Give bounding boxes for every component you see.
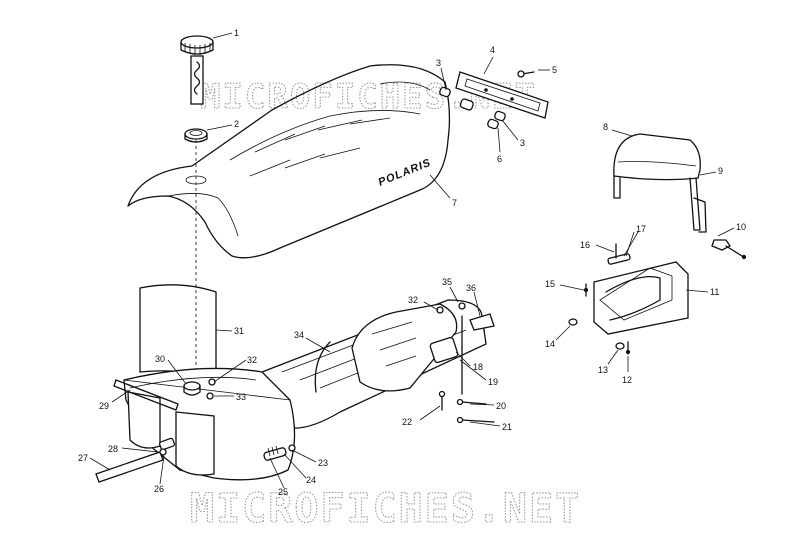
callout-21: 21	[502, 422, 512, 432]
callout-30: 30	[155, 354, 165, 364]
seat-logo: POLARIS	[377, 157, 433, 189]
callout-27: 27	[78, 453, 88, 463]
callout-4: 4	[490, 45, 495, 55]
bulb-sockets	[439, 86, 506, 130]
callout-14: 14	[545, 339, 555, 349]
taillight-housing	[455, 71, 549, 119]
callout-10: 10	[736, 222, 746, 232]
tunnel-bolts	[438, 390, 495, 424]
callout-33: 33	[236, 392, 246, 402]
adjust-knob	[711, 239, 747, 260]
callout-13: 13	[598, 365, 608, 375]
tunnel-assembly	[261, 299, 495, 429]
callout-7: 7	[452, 198, 457, 208]
callout-32: 32	[247, 355, 257, 365]
callout-15: 15	[545, 279, 555, 289]
fuel-cap-gauge	[180, 35, 214, 105]
callout-34: 34	[294, 330, 304, 340]
callout-23: 23	[318, 458, 328, 468]
callout-31: 31	[234, 326, 244, 336]
tank-strap	[113, 379, 179, 411]
callout-16: 16	[580, 240, 590, 250]
callout-22: 22	[402, 417, 412, 427]
callout-35: 35	[442, 277, 452, 287]
callout-3b: 3	[520, 138, 525, 148]
tank-liner	[139, 140, 217, 379]
callout-3: 3	[436, 58, 441, 68]
callout-6: 6	[497, 154, 502, 164]
callout-29: 29	[99, 401, 109, 411]
callout-24: 24	[306, 475, 316, 485]
callout-28: 28	[108, 444, 118, 454]
callout-12: 12	[622, 375, 632, 385]
backrest	[613, 133, 707, 233]
tank-fasteners	[206, 306, 444, 400]
callout-5: 5	[552, 65, 557, 75]
backrest-bracket	[593, 253, 689, 335]
bracket-nuts	[568, 318, 631, 355]
callout-8: 8	[603, 122, 608, 132]
callout-17: 17	[636, 224, 646, 234]
callout-18: 18	[473, 362, 483, 372]
screw	[517, 70, 535, 78]
watermark-bottom: MICROFICHES.NET	[190, 486, 581, 532]
fuel-filter	[263, 444, 296, 461]
leader-lines	[89, 32, 735, 489]
callout-20: 20	[496, 401, 506, 411]
callout-19: 19	[488, 377, 498, 387]
callout-11: 11	[710, 287, 719, 297]
callout-26: 26	[154, 484, 164, 494]
callout-32-top: 32	[408, 295, 418, 305]
callout-labels: 1 2 3 4 5 3 6 7 8 9 10 16 17 15 11 14 13…	[78, 28, 746, 497]
callout-25: 25	[278, 487, 288, 497]
callout-9: 9	[718, 166, 723, 176]
callout-1: 1	[234, 28, 239, 38]
callout-36: 36	[466, 283, 476, 293]
bracket-hardware	[583, 243, 617, 297]
fuel-line	[95, 437, 176, 483]
callout-2: 2	[234, 119, 239, 129]
